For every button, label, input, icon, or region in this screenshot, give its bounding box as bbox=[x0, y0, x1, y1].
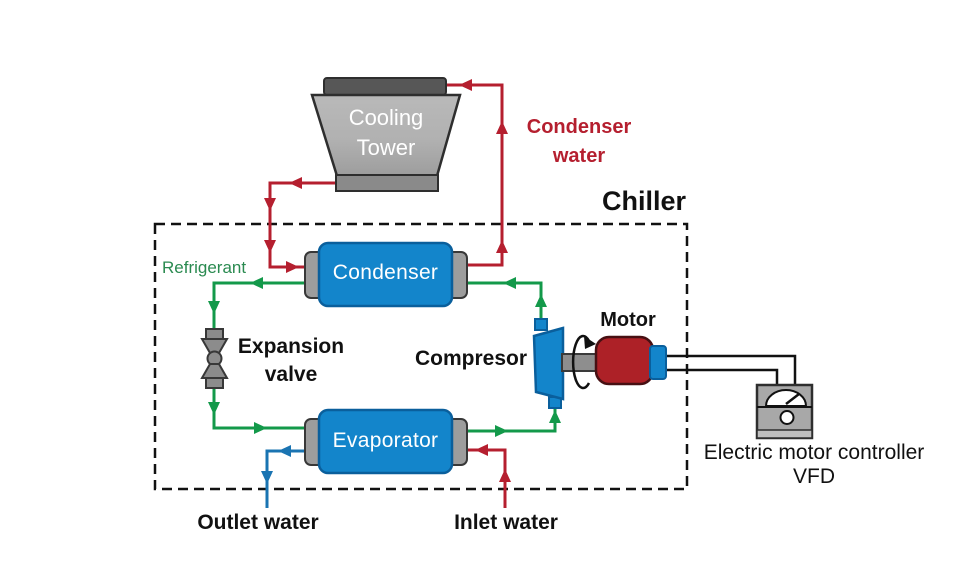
compressor-shape bbox=[532, 318, 565, 409]
condenser-water-label-line1: Condenser bbox=[526, 116, 632, 138]
compressor-label: Compresor bbox=[414, 347, 528, 370]
condenser-shape bbox=[304, 241, 468, 308]
condenser-body bbox=[317, 241, 454, 308]
vfd-gauge-icon bbox=[764, 389, 808, 407]
condenser-water-arrows bbox=[264, 79, 511, 482]
vfd-base bbox=[756, 429, 813, 439]
evaporator-label: Evaporator bbox=[332, 429, 439, 452]
vfd-knob-icon bbox=[779, 410, 795, 425]
condenser-water-label: Condenser water bbox=[500, 113, 658, 171]
inlet-water-label: Inlet water bbox=[454, 511, 558, 534]
cooling-tower-label: Cooling Tower bbox=[312, 103, 460, 163]
motor-shape bbox=[594, 335, 667, 386]
refrigerant-arrows bbox=[208, 277, 561, 437]
condenser-label: Condenser bbox=[332, 261, 439, 284]
motor-body bbox=[594, 335, 655, 386]
expansion-valve-label-line2: valve bbox=[264, 363, 318, 386]
expansion-valve-icon bbox=[200, 328, 229, 389]
vfd-controller-label-line2: VFD bbox=[793, 465, 835, 488]
cooling-tower-label-line1: Cooling bbox=[348, 105, 424, 130]
rotation-arrow-icon bbox=[571, 334, 596, 390]
evaporator-shape bbox=[304, 408, 468, 475]
condenser-water-label-line2: water bbox=[552, 145, 606, 167]
motor-label: Motor bbox=[600, 309, 656, 331]
chiller-label: Chiller bbox=[601, 186, 686, 216]
vfd-controller-label-line1: Electric motor controller bbox=[703, 441, 925, 464]
expansion-valve-label-line1: Expansion bbox=[237, 335, 345, 358]
compressor-body bbox=[532, 326, 565, 401]
vfd-controller-shape bbox=[755, 383, 814, 440]
evaporator-body bbox=[317, 408, 454, 475]
vfd-gauge-needle bbox=[785, 393, 800, 405]
expansion-valve-label: Expansion valve bbox=[228, 333, 354, 389]
cooling-tower-label-line2: Tower bbox=[356, 135, 416, 160]
refrigerant-label: Refrigerant bbox=[162, 258, 247, 277]
outlet-water-lines bbox=[265, 449, 306, 508]
outlet-water-label: Outlet water bbox=[197, 511, 319, 534]
cooling-tower-shape bbox=[310, 77, 462, 192]
drive-shaft bbox=[561, 353, 599, 372]
vfd-controller-label: Electric motor controller VFD bbox=[684, 441, 944, 489]
cooling-tower-bottom-cap bbox=[335, 174, 439, 192]
outlet-water-arrows bbox=[261, 445, 291, 484]
cooling-tower-top-cap bbox=[323, 77, 447, 96]
compressor-top-port bbox=[534, 318, 548, 331]
motor-terminal-cap bbox=[649, 345, 667, 380]
power-wires bbox=[666, 354, 797, 386]
